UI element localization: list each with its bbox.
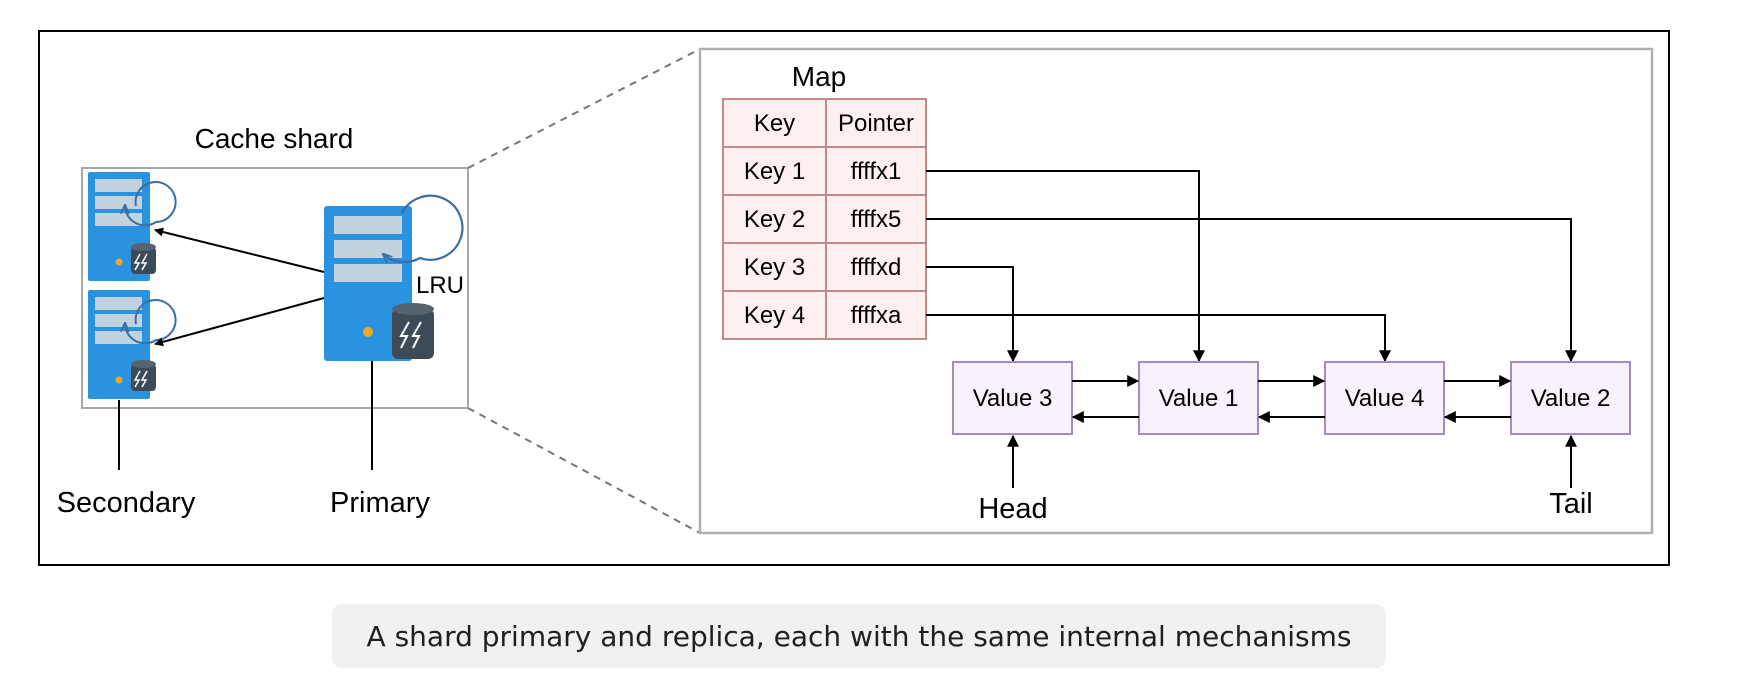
primary-label: Primary: [330, 487, 430, 519]
map-title: Map: [792, 61, 846, 92]
map-cell: [825, 290, 927, 340]
map-key-1: Key 1: [744, 158, 805, 185]
server-slot: [334, 216, 402, 234]
zoom-line-bottom: [467, 407, 701, 534]
map-table: Key Pointer Key 1 ffffx1 Key 2 ffffx5 Ke…: [722, 98, 927, 340]
server-led: [115, 258, 123, 266]
list-node-label: Value 3: [973, 385, 1053, 412]
list-node-2: Value 1: [1138, 361, 1259, 435]
primary-server: [324, 194, 464, 361]
map-pointer-2: ffffx5: [851, 206, 902, 233]
map-cell: [825, 242, 927, 292]
map-pointer-3: ffffxd: [851, 254, 902, 281]
server-led: [115, 376, 123, 384]
database-icon: [131, 360, 156, 391]
map-pointer-4: ffffxa: [851, 302, 902, 329]
map-key-4: Key 4: [744, 302, 805, 329]
lru-cycle-arrow: [383, 194, 464, 262]
list-node-4: Value 2: [1510, 361, 1631, 435]
list-node-label: Value 2: [1531, 385, 1611, 412]
server-slot: [95, 196, 142, 209]
list-node-3: Value 4: [1324, 361, 1445, 435]
map-key-2: Key 2: [744, 206, 805, 233]
pointer-arrow-key3: [926, 266, 1019, 363]
map-cell: [722, 290, 827, 340]
server-slot: [95, 213, 142, 226]
head-label: Head: [978, 493, 1047, 525]
list-node-label: Value 1: [1159, 385, 1239, 412]
server-slot: [95, 314, 142, 327]
caption-box: A shard primary and replica, each with t…: [332, 604, 1386, 668]
list-node-1: Value 3: [952, 361, 1073, 435]
tail-label: Tail: [1549, 488, 1593, 520]
server-slot: [334, 264, 402, 282]
zoom-line-top: [467, 48, 701, 169]
server-led: [363, 327, 373, 337]
replication-arrow-2: [154, 297, 325, 347]
map-cell: [825, 146, 927, 196]
map-key-3: Key 3: [744, 254, 805, 281]
caption-text: A shard primary and replica, each with t…: [366, 619, 1352, 653]
server-slot: [95, 179, 142, 192]
secondary-server-2: [88, 290, 177, 399]
map-header-pointer: [825, 98, 927, 148]
server-slot: [334, 240, 402, 258]
secondary-server-1: [88, 172, 177, 281]
cache-shard-title: Cache shard: [195, 123, 354, 154]
lru-label: LRU: [416, 272, 464, 299]
server-slot: [95, 331, 142, 344]
map-cell: [722, 242, 827, 292]
pointer-arrow-key1: [926, 170, 1205, 363]
list-node-label: Value 4: [1345, 385, 1425, 412]
map-header-key: [722, 98, 827, 148]
outer-frame: [38, 30, 1670, 566]
map-pointer-1: ffffx1: [851, 158, 902, 185]
map-header-key-text: Key: [754, 110, 795, 137]
cache-shard-box: [81, 167, 469, 409]
server-slot: [95, 297, 142, 310]
map-header-pointer-text: Pointer: [838, 110, 914, 137]
secondary-label: Secondary: [57, 487, 196, 519]
detail-panel: [698, 47, 1654, 535]
lru-cycle-arrow: [125, 299, 177, 345]
database-icon: [131, 243, 156, 274]
map-cell: [825, 194, 927, 244]
lru-cycle-arrow: [125, 181, 177, 227]
database-icon: [392, 303, 434, 359]
pointer-arrow-key4: [926, 314, 1391, 363]
replication-arrow-1: [154, 227, 325, 273]
pointer-arrow-key2: [926, 218, 1577, 363]
